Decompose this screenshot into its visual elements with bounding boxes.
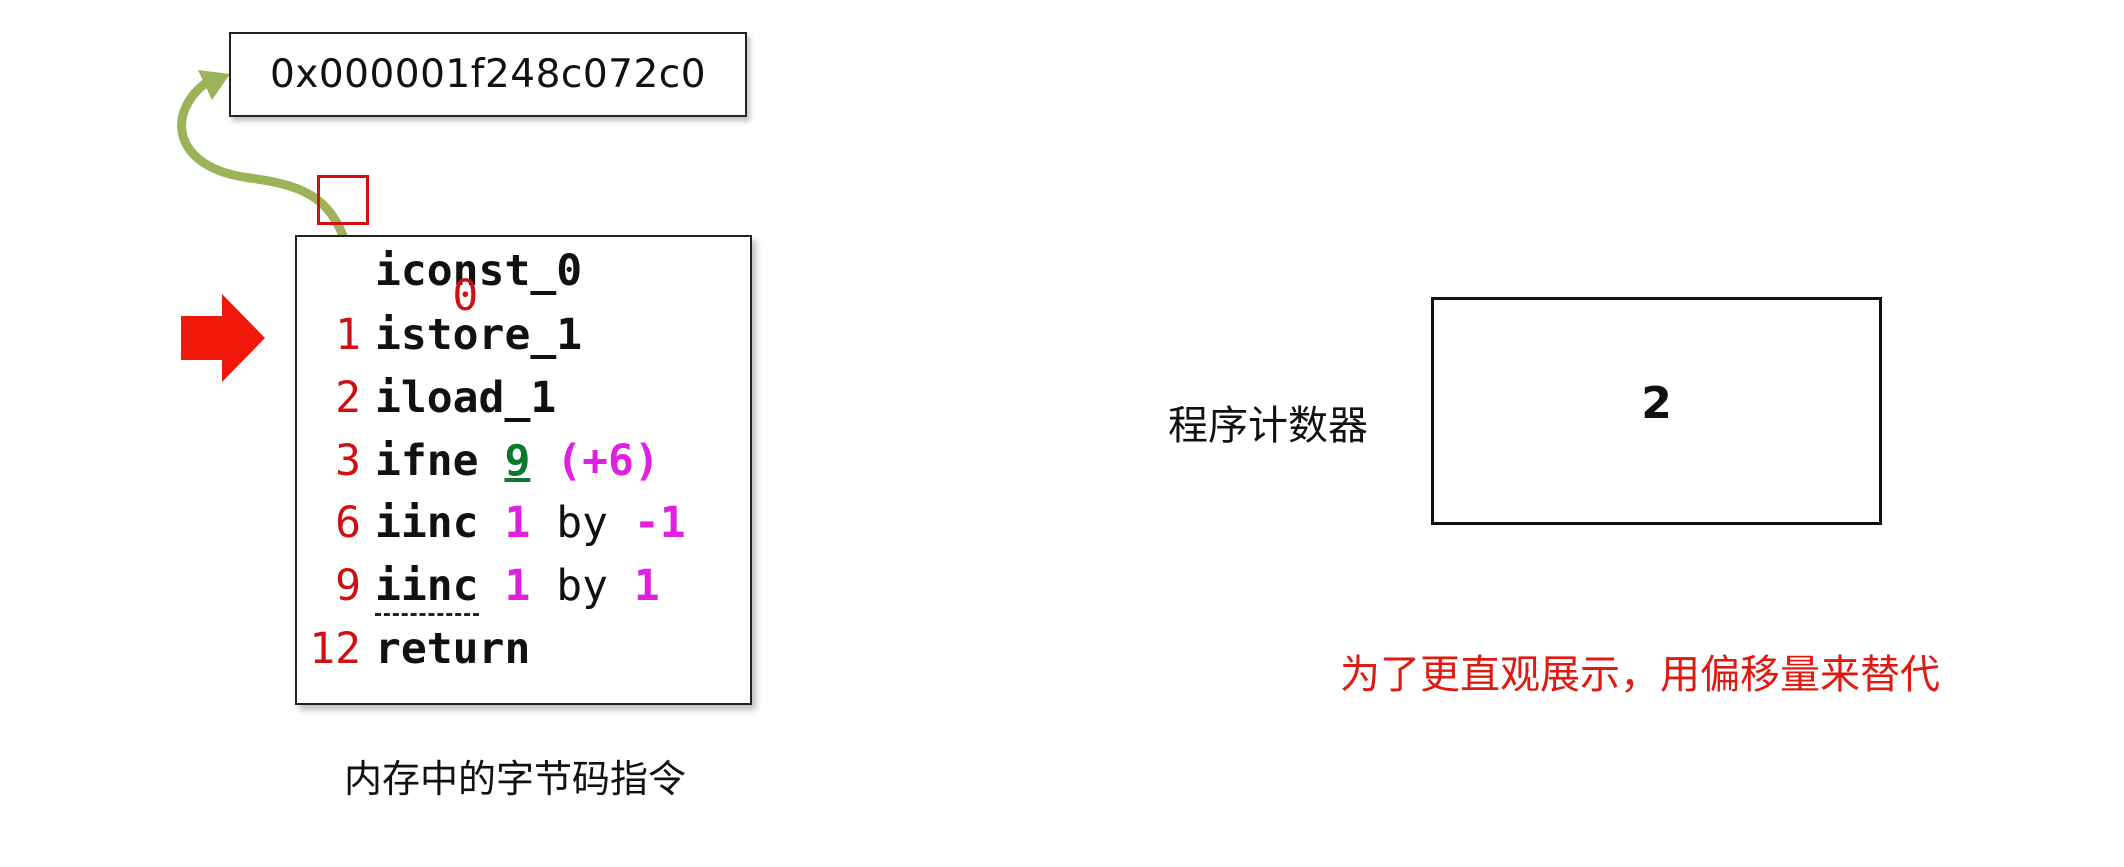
explanation-note: 为了更直观展示，用偏移量来替代 — [1340, 652, 1940, 698]
program-counter-label: 程序计数器 — [1168, 403, 1368, 449]
memory-address: 0x000001f248c072c0 — [269, 52, 707, 97]
bytecode-line: 3 ifne 9 (+6) — [297, 431, 660, 491]
bytecode-line: 6 iinc 1 by -1 — [297, 493, 686, 553]
bytecode-offset: 9 — [335, 561, 361, 611]
bytecode-offset: 2 — [335, 373, 361, 423]
bytecode-opcode: return — [375, 624, 531, 674]
program-counter-value: 2 — [1641, 377, 1672, 429]
bytecode-opcode: iinc 1 by 1 — [375, 561, 660, 616]
bytecode-offset: 3 — [335, 436, 361, 486]
bytecode-line: 12 return — [297, 619, 530, 679]
bytecode-opcode: ifne 9 (+6) — [375, 436, 660, 486]
jump-target: 9 — [504, 436, 531, 486]
address-link-arrowhead — [198, 70, 230, 100]
bytecode-offset: 12 — [309, 624, 361, 674]
memory-address-box: 0x000001f248c072c0 — [229, 32, 747, 117]
bytecode-line: 2 iload_1 — [297, 368, 556, 428]
bytecode-offset: 1 — [335, 310, 361, 360]
highlighted-offset-box — [317, 175, 369, 225]
bytecode-line: 1 istore_1 — [297, 305, 582, 365]
bytecode-offset: 6 — [335, 498, 361, 548]
bytecode-opcode: iinc 1 by -1 — [375, 498, 686, 548]
bytecode-caption: 内存中的字节码指令 — [343, 757, 686, 801]
jump-offset: (+6) — [556, 436, 660, 486]
bytecode-line: 9 iinc 1 by 1 — [297, 556, 660, 616]
bytecode-box: 0 iconst_0 1 istore_1 2 iload_1 3 ifne 9 (+… — [295, 175, 752, 705]
bytecode-line: 0 iconst_0 — [297, 175, 583, 321]
program-counter-box: 2 — [1431, 297, 1882, 525]
bytecode-opcode: iconst_0 — [375, 246, 583, 296]
bytecode-opcode: istore_1 — [375, 310, 583, 360]
current-instruction-pointer-icon — [181, 294, 265, 382]
bytecode-opcode: iload_1 — [375, 373, 557, 423]
bytecode-offset: 0 — [297, 171, 478, 371]
